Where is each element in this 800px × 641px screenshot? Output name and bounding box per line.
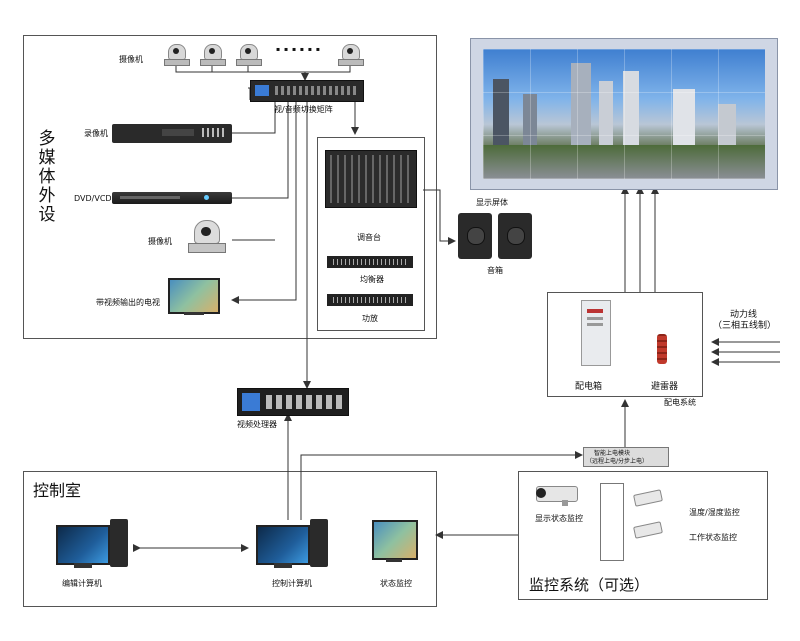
distribution-cabinet-icon xyxy=(581,300,611,366)
ptz-camera-icon xyxy=(234,44,262,66)
equalizer-icon xyxy=(327,256,413,268)
camera2-label: 摄像机 xyxy=(148,237,172,246)
tv-icon xyxy=(168,278,220,318)
smart-module-line2: （远程上电/分步上电） xyxy=(586,458,649,465)
ptz-camera-icon xyxy=(162,44,190,66)
screen-grid-overlay xyxy=(483,49,765,179)
cabinet-label: 配电箱 xyxy=(575,382,603,392)
recorder-icon xyxy=(112,124,232,143)
ptz-camera-icon xyxy=(336,44,364,66)
power-line-sub-label: （三相五线制） xyxy=(713,321,777,331)
smart-module-line1: 智能上电模块 xyxy=(594,450,631,457)
mixer-icon xyxy=(325,150,417,208)
power-line-label: 动力线 xyxy=(730,310,758,320)
display-status-label: 显示状态监控 xyxy=(535,514,583,523)
video-processor-icon xyxy=(237,388,349,416)
dvd-label: DVD/VCD xyxy=(74,194,112,203)
amplifier-icon xyxy=(327,294,413,306)
av-matrix-switcher-icon xyxy=(250,80,364,102)
screen-label: 显示屏体 xyxy=(476,198,508,207)
edit-pc-label: 编辑计算机 xyxy=(62,579,102,588)
edit-computer-icon xyxy=(56,515,132,571)
status-monitor-tv-icon xyxy=(372,520,420,566)
control-pc-label: 控制计算机 xyxy=(272,579,312,588)
ptz-camera-icon xyxy=(186,220,226,254)
bullet-camera-icon xyxy=(536,482,584,506)
control-computer-icon xyxy=(256,515,332,571)
matrix-label: 视/音频切换矩阵 xyxy=(274,105,333,114)
equalizer-label: 均衡器 xyxy=(360,275,384,284)
arrester-label: 避雷器 xyxy=(651,382,679,392)
monitoring-camera-panel xyxy=(600,483,624,561)
dvd-player-icon xyxy=(112,192,232,204)
processor-label: 视频处理器 xyxy=(237,420,277,429)
monitoring-title: 监控系统（可选） xyxy=(529,576,650,594)
speaker-label: 音箱 xyxy=(487,266,503,275)
security-camera-icon xyxy=(630,520,664,539)
ptz-camera-icon xyxy=(198,44,226,66)
temp-humidity-label: 温度/湿度监控 xyxy=(689,508,740,517)
mixer-label: 调音台 xyxy=(357,233,381,242)
speaker-icon xyxy=(498,213,532,259)
recorder-label: 录像机 xyxy=(84,129,108,138)
security-camera-icon xyxy=(630,488,664,507)
city-image xyxy=(483,49,765,179)
camera-series-dots: ▪ ▪ ▪ ▪ ▪ ▪ xyxy=(276,46,321,53)
lightning-arrester-icon xyxy=(655,334,669,366)
amplifier-label: 功放 xyxy=(362,314,378,323)
power-distribution-region xyxy=(547,292,703,397)
work-status-label: 工作状态监控 xyxy=(689,533,737,542)
status-monitor-label: 状态监控 xyxy=(380,579,412,588)
cameras-label: 摄像机 xyxy=(119,55,143,64)
multimedia-title: 多媒体外设 xyxy=(38,129,56,225)
speaker-icon xyxy=(458,213,492,259)
led-display-screen xyxy=(470,38,778,190)
smart-power-module: 智能上电模块 （远程上电/分步上电） xyxy=(583,447,669,467)
control-room-title: 控制室 xyxy=(33,481,82,500)
tv-label: 带视频输出的电视 xyxy=(96,298,160,307)
power-system-label: 配电系统 xyxy=(664,398,696,407)
